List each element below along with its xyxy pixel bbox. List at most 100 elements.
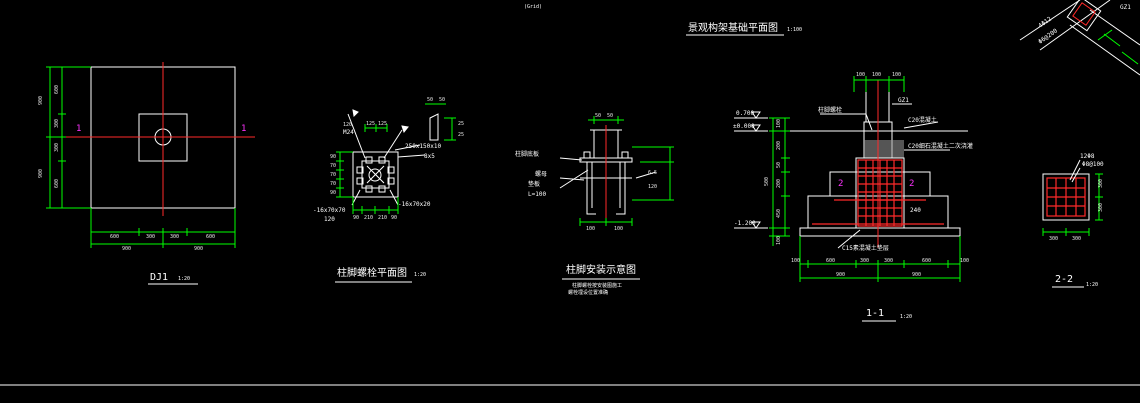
section-mark-2-left: 2 xyxy=(838,179,843,189)
bolt-label-stiffener-r: -16x70x20 xyxy=(398,201,431,208)
dj1-dim-left-2: 300 xyxy=(54,119,60,128)
label-grout: C20细石混凝土二次浇灌 xyxy=(908,142,973,150)
dj1-dim-left-1: 600 xyxy=(54,85,60,94)
bolt-label-plate: 250x150x10 xyxy=(405,143,442,150)
bolt-dim-top-2: 120 xyxy=(343,122,352,128)
section-dim-left-1: 200 xyxy=(776,141,782,150)
dj1-dim-left-4: 600 xyxy=(54,179,60,188)
grout-fill xyxy=(864,140,904,158)
section-1-1-title: 1-1 xyxy=(866,308,884,319)
install-label-length: L=100 xyxy=(528,191,546,198)
install-title: 柱脚安装示意图 xyxy=(566,263,636,276)
section-dim-left-5: 450 xyxy=(776,209,782,218)
corner-label-gz1: GZ1 xyxy=(1120,4,1131,11)
bolt-dim-bottom-3: 90 xyxy=(391,215,397,221)
bolt-dim-top-3: 125 xyxy=(366,121,375,127)
section-2-2-dim-bottom-1: 300 xyxy=(1072,236,1081,242)
dj1-dim-bottom-5: 900 xyxy=(194,246,203,252)
bolt-dim-top-5: 25 xyxy=(458,121,464,127)
bolt-dim-top-4: 125 xyxy=(378,121,387,127)
section-1-1-scale: 1:20 xyxy=(900,314,912,320)
label-concrete: C20混凝土 xyxy=(908,116,937,124)
dj1-scale: 1:20 xyxy=(178,276,190,282)
dj1-dim-left-5: 900 xyxy=(38,169,44,178)
install-dim-3: 100 xyxy=(614,226,623,232)
install-dim-2: 100 xyxy=(586,226,595,232)
elevation-0000: ±0.000 xyxy=(733,123,755,130)
label-gz1: GZ1 xyxy=(898,97,909,104)
install-dim-1: 50 xyxy=(607,113,613,119)
section-dim-bottom-7: 900 xyxy=(912,272,921,278)
section-dim-top-0: 100 xyxy=(856,72,865,78)
section-2-2-label-stirrup: Φ8@100 xyxy=(1082,161,1104,168)
section-2-2-label-main: 12Φ8 xyxy=(1080,153,1095,160)
dj1-title: DJ1 xyxy=(150,272,168,283)
section-2-2-dim-right-0: 300 xyxy=(1098,179,1104,188)
bolt-plan-title: 柱脚螺栓平面图 xyxy=(337,266,407,279)
label-blinding: C15素混凝土垫层 xyxy=(842,244,889,252)
bolt-dim-left-3: 70 xyxy=(330,181,336,187)
label-anchor-bolt: 柱脚螺栓 xyxy=(818,106,842,114)
elevation-0700: 0.700 xyxy=(736,110,754,117)
install-dim-5: 120 xyxy=(648,184,657,190)
bolt-dim-left-0: 90 xyxy=(330,154,336,160)
bolt-washer-detail xyxy=(429,113,439,141)
dj1-dim-left-3: 300 xyxy=(54,143,60,152)
bolt-dim-left-1: 70 xyxy=(330,163,336,169)
dj1-dim-bottom-0: 600 xyxy=(110,234,119,240)
label-240: 240 xyxy=(910,207,921,214)
install-note-1: 柱脚螺栓按安装图施工 xyxy=(572,282,622,289)
section-dim-left-6: 100 xyxy=(776,236,782,245)
section-2-2: 12Φ8 Φ8@100 300 300 300 300 2-2 1:20 xyxy=(1042,153,1104,288)
bolt-dim-bottom-2: 210 xyxy=(378,215,387,221)
bolt-inner-plate xyxy=(361,160,390,189)
section-2-2-scale: 1:20 xyxy=(1086,282,1098,288)
bolt-dim-top-1: 50 xyxy=(439,97,445,103)
bolt-label-weld: 8x5 xyxy=(424,153,435,160)
bolt-baseplate xyxy=(352,151,399,198)
section-2-2-title: 2-2 xyxy=(1055,274,1073,285)
section-dim-left-2: 50 xyxy=(776,162,782,168)
dj1-dim-bottom-2: 300 xyxy=(170,234,179,240)
bolt-dim-top-6: 25 xyxy=(458,132,464,138)
footing-blinding xyxy=(799,227,961,237)
section-dim-bottom-2: 300 xyxy=(860,258,869,264)
bolt-dim-top-0: 50 xyxy=(427,97,433,103)
section-2-2-dim-right-1: 300 xyxy=(1098,203,1104,212)
install-schematic: 50 50 100 100 6.5 120 柱脚底板 螺母 垫板 L=100 柱… xyxy=(515,113,674,296)
install-label-washer: 垫板 xyxy=(528,180,540,188)
bolt-label-stiffener-l: -16x70x70 xyxy=(313,207,346,214)
elevation-1200: -1.200 xyxy=(734,220,756,227)
bolt-dim-left-2: 70 xyxy=(330,172,336,178)
bolt-plan: 50 50 120 125 125 25 25 90 70 70 70 90 9… xyxy=(313,97,464,283)
section-mark-2-right: 2 xyxy=(909,179,914,189)
section-2-2-outline xyxy=(1042,173,1090,221)
install-label-baseplate: 柱脚底板 xyxy=(515,150,539,158)
bolt-label-120: 120 xyxy=(324,216,335,223)
bolt-plan-scale: 1:20 xyxy=(414,272,426,278)
section-1-1: 景观构架基础平面图 1:100 xyxy=(686,21,973,322)
bolt-dim-left-4: 90 xyxy=(330,190,336,196)
section-2-2-dim-bottom-0: 300 xyxy=(1049,236,1058,242)
dj1-dim-left-0: 900 xyxy=(38,96,44,105)
section-dim-top-2: 100 xyxy=(892,72,901,78)
dj1-plan: 1 1 900 600 300 300 600 900 600 300 300 xyxy=(38,62,255,285)
section-dim-left-4: 500 xyxy=(764,177,770,186)
section-dim-bottom-6: 900 xyxy=(836,272,845,278)
corner-label-main: 4Φ12 xyxy=(1037,15,1053,29)
section-header-scale: 1:100 xyxy=(787,27,802,33)
dj1-dim-bottom-3: 600 xyxy=(206,234,215,240)
top-note: (Grid) xyxy=(524,4,542,10)
dj1-dim-bottom-1: 300 xyxy=(146,234,155,240)
dj1-section-mark-right: 1 xyxy=(241,124,246,134)
section-2-2-rebar xyxy=(1046,177,1086,217)
section-dim-bottom-4: 600 xyxy=(922,258,931,264)
section-dim-bottom-5: 100 xyxy=(960,258,969,264)
install-dim-4: 6.5 xyxy=(648,170,657,176)
dj1-section-mark-left: 1 xyxy=(76,124,81,134)
section-dim-bottom-0: 100 xyxy=(791,258,800,264)
section-header-title: 景观构架基础平面图 xyxy=(688,21,778,34)
bolt-dim-bottom-0: 90 xyxy=(353,215,359,221)
install-label-nut: 螺母 xyxy=(535,170,547,178)
